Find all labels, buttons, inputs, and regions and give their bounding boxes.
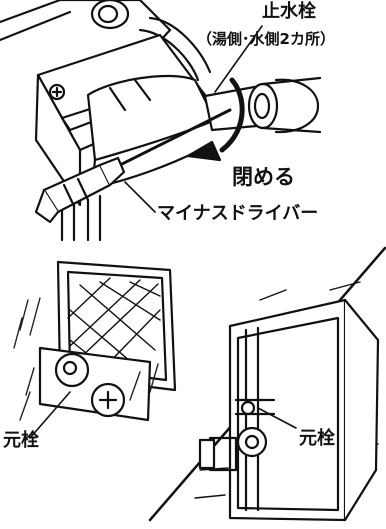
grass [13, 297, 159, 421]
screwdriver-leader [124, 181, 156, 213]
water-heater-unit [0, 0, 217, 242]
ground-meter-box [38, 260, 177, 422]
stop-valve-label: 止水栓 [262, 1, 316, 22]
screwdriver-label: マイナスドライバー [157, 203, 319, 224]
main-valve-right-label: 元栓 [299, 428, 335, 449]
close-rotation-arrow [186, 77, 245, 162]
main-valve-left-label: 元栓 [3, 430, 39, 451]
stop-valve-leader [214, 25, 263, 93]
screwdriver [34, 108, 232, 224]
main-valve-right-leader [257, 407, 297, 429]
stop-valve-note: （湯側･水側2カ所） [197, 30, 335, 48]
wall-meter-cabinet [194, 281, 380, 522]
close-label: 閉める [232, 165, 295, 189]
stop-valve [203, 76, 322, 134]
main-valve-left-leader [29, 391, 71, 439]
